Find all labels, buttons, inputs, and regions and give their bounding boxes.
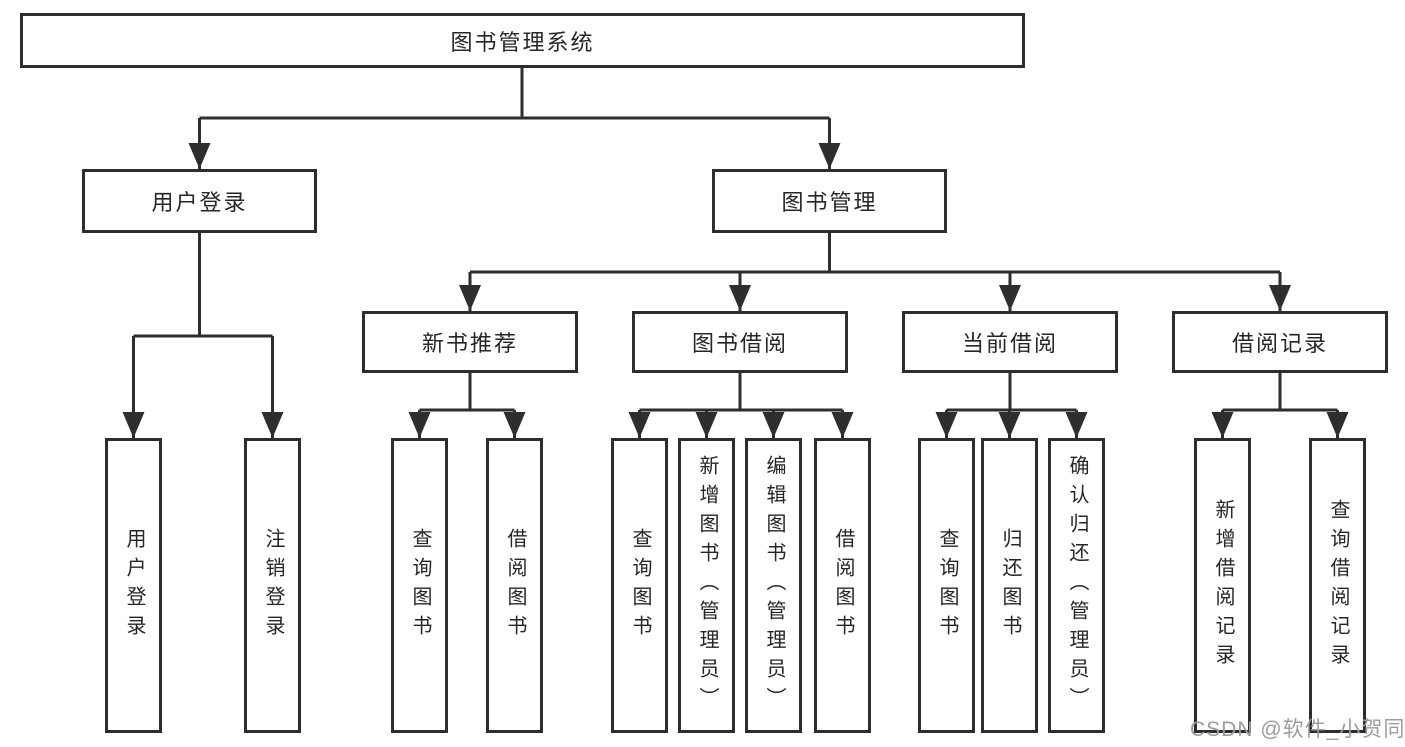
leaf-return-books: 归还图书 [981, 438, 1038, 733]
leaf-borrow-books-newbooks-label: 借阅图书 [504, 527, 526, 644]
node-library-management-system: 图书管理系统 [20, 13, 1025, 68]
leaf-logout: 注销登录 [244, 438, 301, 733]
node-book-management-label: 图书管理 [781, 190, 878, 215]
node-user-login: 用户登录 [82, 169, 317, 233]
leaf-query-books-newbooks: 查询图书 [391, 438, 448, 733]
leaf-user-login-label: 用户登录 [123, 527, 145, 644]
leaf-add-books-admin: 新增图书（管理员） [678, 438, 735, 733]
node-book-borrowing-label: 图书借阅 [691, 331, 788, 356]
node-book-management: 图书管理 [712, 169, 947, 233]
leaf-query-books-current-label: 查询图书 [936, 527, 958, 644]
leaf-add-borrow-record-label: 新增借阅记录 [1212, 498, 1234, 673]
leaf-borrow-books-borrowing: 借阅图书 [814, 438, 871, 733]
node-borrowing-records-label: 借阅记录 [1231, 331, 1328, 356]
leaf-query-books-current: 查询图书 [918, 438, 975, 733]
node-book-borrowing: 图书借阅 [632, 311, 848, 373]
node-new-book-recommend: 新书推荐 [362, 311, 578, 373]
leaf-borrow-books-borrowing-label: 借阅图书 [832, 527, 854, 644]
leaf-borrow-books-newbooks: 借阅图书 [486, 438, 543, 733]
leaf-edit-books-admin: 编辑图书（管理员） [745, 438, 802, 733]
leaf-query-borrow-record: 查询借阅记录 [1309, 438, 1366, 733]
leaf-logout-label: 注销登录 [262, 527, 284, 644]
leaf-user-login: 用户登录 [105, 438, 162, 733]
leaf-query-books-borrowing-label: 查询图书 [629, 527, 651, 644]
csdn-watermark: CSDN @软件_小贺同学 [1190, 718, 1405, 741]
node-borrowing-records: 借阅记录 [1172, 311, 1388, 373]
node-current-borrowing-label: 当前借阅 [961, 331, 1058, 356]
leaf-query-borrow-record-label: 查询借阅记录 [1327, 498, 1349, 673]
leaf-confirm-return-admin: 确认归还（管理员） [1048, 438, 1105, 733]
node-current-borrowing: 当前借阅 [902, 311, 1118, 373]
leaf-confirm-return-admin-label: 确认归还（管理员） [1066, 455, 1088, 716]
leaf-query-books-newbooks-label: 查询图书 [409, 527, 431, 644]
node-new-book-recommend-label: 新书推荐 [421, 331, 518, 356]
leaf-return-books-label: 归还图书 [999, 527, 1021, 644]
connector-lines [132, 68, 1339, 438]
node-library-management-system-label: 图书管理系统 [450, 29, 595, 55]
leaf-add-borrow-record: 新增借阅记录 [1194, 438, 1251, 733]
arrowhead-icons [122, 143, 1349, 438]
node-user-login-label: 用户登录 [151, 190, 248, 215]
leaf-add-books-admin-label: 新增图书（管理员） [696, 455, 718, 716]
leaf-query-books-borrowing: 查询图书 [611, 438, 668, 733]
leaf-edit-books-admin-label: 编辑图书（管理员） [763, 455, 785, 716]
